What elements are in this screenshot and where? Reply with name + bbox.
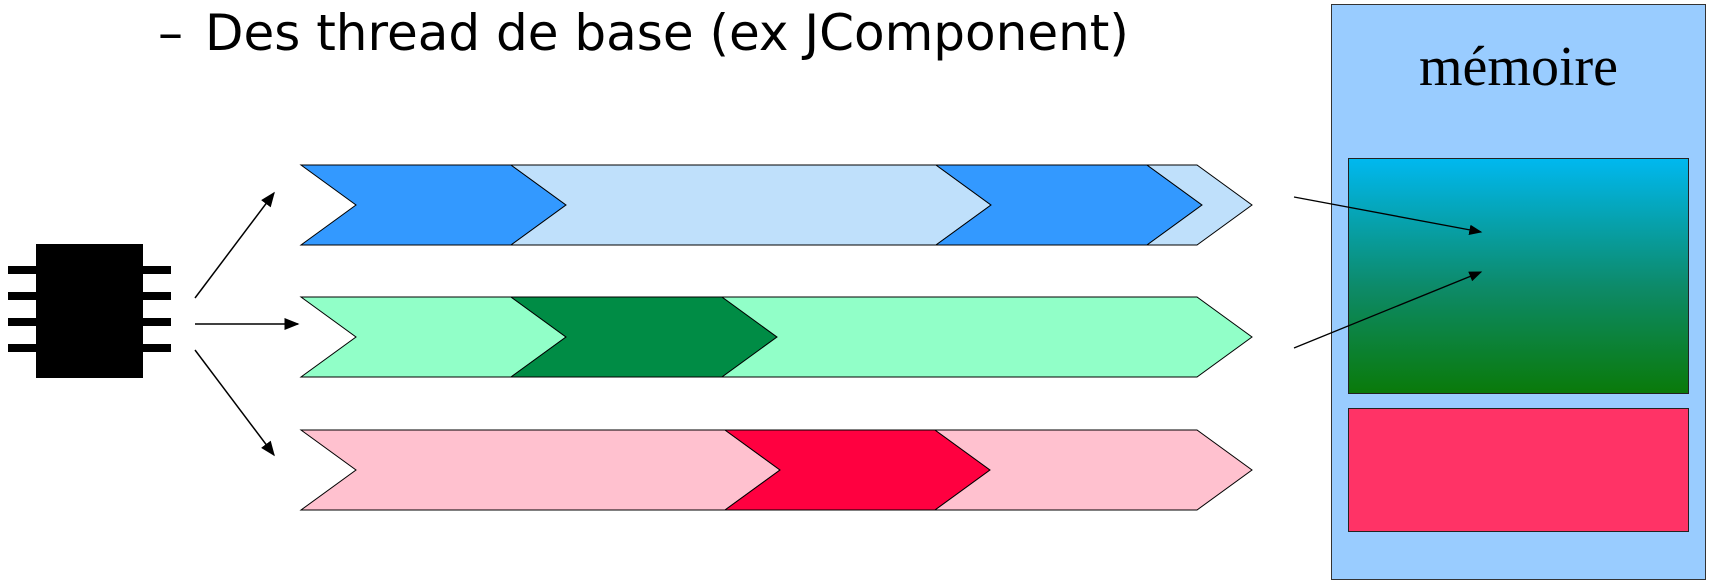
shared-memory-block: [1348, 158, 1689, 394]
memory-access-arrow-bottom: [1293, 271, 1483, 349]
thread-segment-light: [1145, 164, 1253, 246]
chip-icon: [8, 244, 171, 378]
thread-segment-light: [720, 296, 1253, 378]
fork-arrow-bottom: [194, 349, 275, 457]
memory-access-arrow-top: [1293, 196, 1483, 235]
thread-row-2: [299, 296, 1253, 378]
bullet-text: Des thread de base (ex JComponent): [205, 4, 1129, 62]
memory-panel: mémoire: [1331, 4, 1706, 580]
private-memory-block: [1348, 408, 1689, 532]
thread-segment-light: [299, 296, 567, 378]
thread-segment-dark: [299, 164, 567, 246]
bullet-line: –Des thread de base (ex JComponent): [158, 4, 1129, 62]
thread-row-3: [299, 429, 1253, 511]
thread-segment-light: [933, 429, 1253, 511]
thread-row-1: [299, 164, 1253, 246]
thread-segment-light: [299, 429, 781, 511]
bullet-dash: –: [158, 4, 183, 62]
thread-segment-light: [509, 164, 992, 246]
memory-label: mémoire: [1418, 36, 1619, 98]
fork-arrow-top: [194, 191, 275, 299]
